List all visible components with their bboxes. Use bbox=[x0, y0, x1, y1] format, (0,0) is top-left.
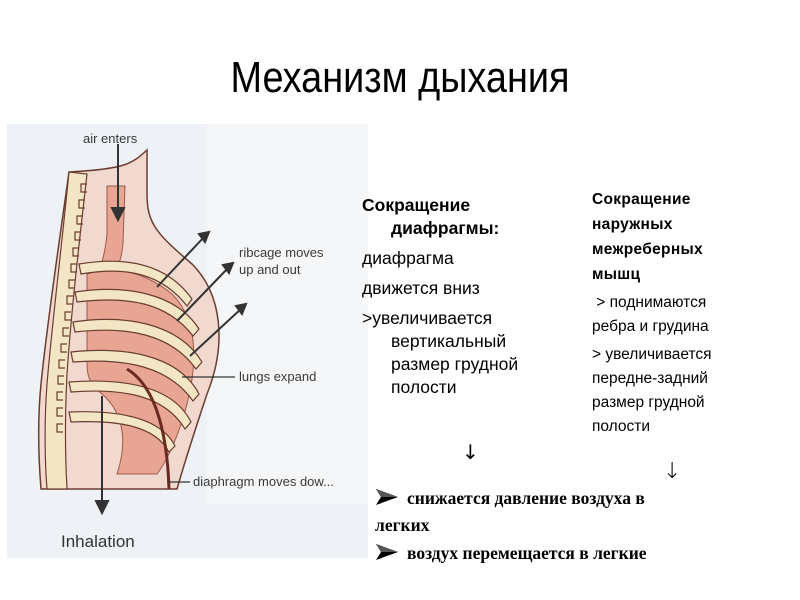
slide-title: Механизм дыхания bbox=[230, 53, 570, 102]
diaphragm-effect-line3: размер грудной bbox=[391, 354, 519, 374]
intercostal-heading-line4: мышц bbox=[592, 266, 641, 283]
intercostal-point1-line1: > поднимаются bbox=[592, 294, 707, 311]
diaphragm-heading-line1: Сокращение bbox=[362, 195, 471, 215]
intercostal-point2-line1: > увеличивается bbox=[592, 346, 712, 363]
diaphragm-line2: движется вниз bbox=[362, 278, 480, 298]
intercostal-heading-line2: наружных bbox=[592, 216, 673, 233]
intercostal-point2-line2: передне-задний bbox=[592, 370, 708, 387]
diaphragm-heading: Сокращение диафрагмы: bbox=[362, 194, 582, 240]
conclusion-1-line2: легких bbox=[375, 515, 430, 535]
down-arrow-icon: ↓ bbox=[462, 440, 479, 464]
figure-caption: Inhalation bbox=[61, 532, 135, 551]
arrowhead-bullet-icon bbox=[376, 544, 398, 560]
diaphragm-effect-line1: >увеличивается bbox=[362, 308, 493, 328]
label-lungs-expand: lungs expand bbox=[239, 369, 317, 384]
label-diaphragm: diaphragm moves dow... bbox=[193, 474, 334, 489]
intercostal-heading: Сокращение наружных межреберных мышц bbox=[592, 187, 792, 287]
intercostal-point2-line4: полости bbox=[592, 418, 651, 435]
conclusion-item: снижается давление воздуха в легких bbox=[375, 485, 795, 539]
diaphragm-heading-line2: диафрагмы: bbox=[391, 218, 500, 238]
intercostal-heading-line1: Сокращение bbox=[592, 191, 691, 208]
intercostal-point1: > поднимаются ребра и грудина bbox=[592, 291, 792, 339]
diaphragm-effect: >увеличивается вертикальный размер грудн… bbox=[362, 307, 582, 399]
intercostal-heading-line3: межреберных bbox=[592, 241, 703, 258]
diaphragm-effect-line4: полости bbox=[391, 377, 457, 397]
down-arrow-icon: ↓ bbox=[663, 459, 682, 484]
intercostal-point2-line3: размер грудной bbox=[592, 394, 705, 411]
intercostal-point2: > увеличивается передне-задний размер гр… bbox=[592, 343, 792, 439]
conclusion-2-line1: воздух перемещается в легкие bbox=[407, 543, 647, 563]
label-ribcage-line2: up and out bbox=[239, 262, 301, 277]
conclusion-item: воздух перемещается в легкие bbox=[375, 540, 795, 567]
inhalation-diagram: air enters ribcage moves up and out lung… bbox=[7, 124, 368, 558]
conclusions-list: снижается давление воздуха в легких возд… bbox=[375, 485, 795, 567]
intercostal-column: Сокращение наружных межреберных мышц > п… bbox=[592, 187, 792, 439]
intercostal-point1-line2: ребра и грудина bbox=[592, 318, 709, 335]
diaphragm-line1: диафрагма bbox=[362, 248, 454, 268]
diaphragm-column: Сокращение диафрагмы: диафрагма движется… bbox=[362, 194, 582, 406]
label-ribcage-line1: ribcage moves bbox=[239, 245, 324, 260]
label-air-enters: air enters bbox=[83, 131, 138, 146]
ribcage-illustration bbox=[37, 124, 368, 516]
conclusion-1-line1: снижается давление воздуха в bbox=[407, 488, 645, 508]
arrowhead-bullet-icon bbox=[376, 489, 398, 505]
diaphragm-effect-line2: вертикальный bbox=[391, 331, 507, 351]
